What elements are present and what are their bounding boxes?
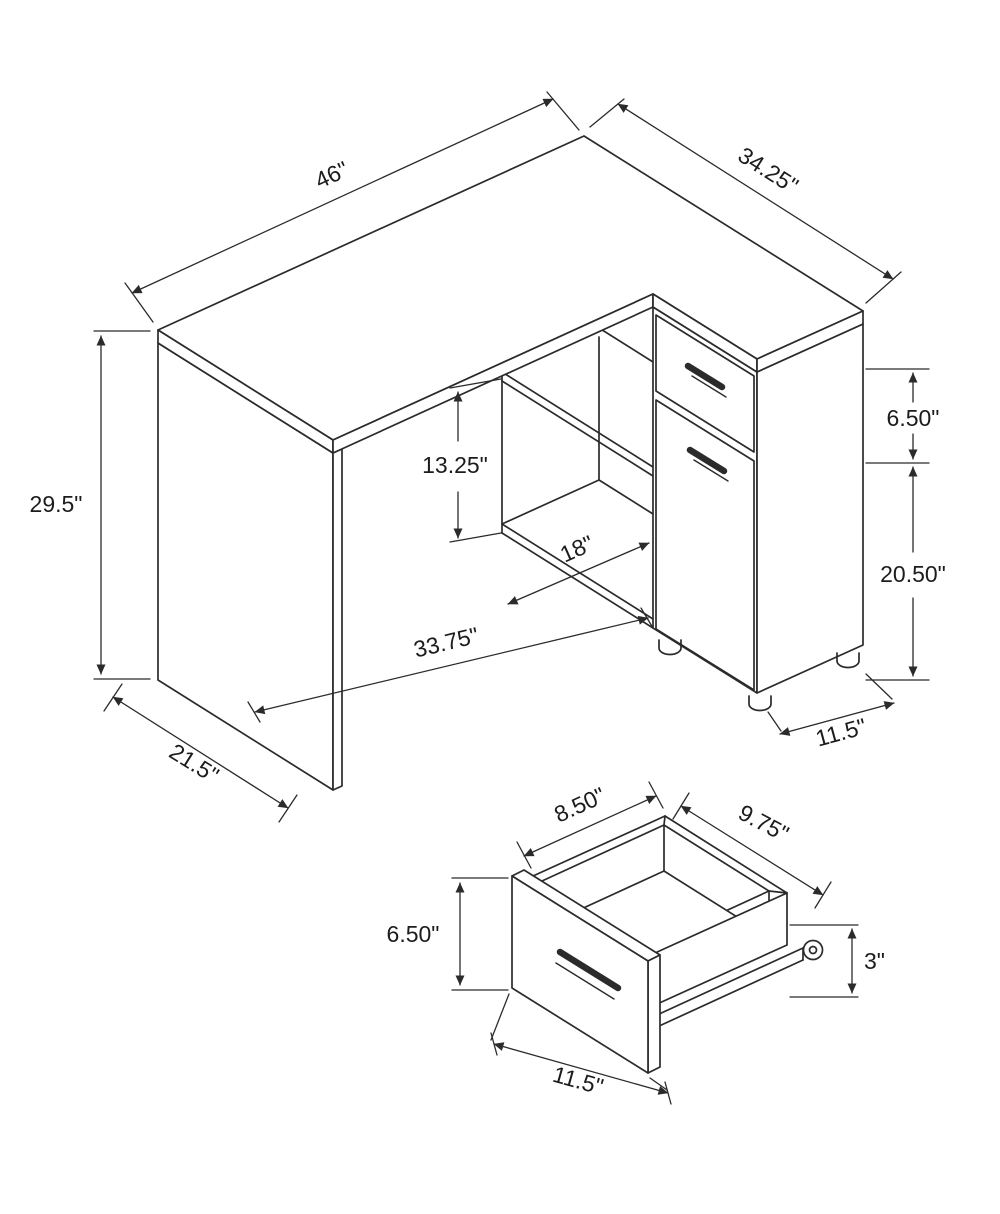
shelf-unit (501, 327, 654, 629)
dim-label-side-height: 3" (864, 948, 885, 974)
extension-line (767, 711, 782, 732)
dimension-line (779, 701, 895, 736)
dim-label-door-height: 20.50" (880, 561, 946, 587)
cabinet-door (655, 399, 755, 691)
dim-overall-height: 29.5" (30, 330, 151, 680)
extension-line (546, 91, 580, 131)
door-handle-shadow (693, 459, 729, 482)
rail-bottom-edge (656, 959, 804, 1028)
dim-top-width: 46" (124, 91, 580, 323)
left-rim-outer-edge (532, 815, 666, 877)
bottom-shelf-back-edge (598, 479, 654, 515)
cabinet-foot-front (658, 639, 682, 656)
dim-label-side-depth: 9.75" (734, 799, 793, 847)
extension-line (865, 673, 893, 700)
dim-label-width: 46" (311, 156, 353, 194)
drawer-slide-rail (656, 939, 824, 1028)
drawer-detail-handle (556, 948, 622, 992)
storage-cabinet (652, 306, 864, 712)
extension-line (589, 98, 625, 128)
drawer-handle (684, 362, 726, 391)
extension-line (124, 282, 154, 323)
middle-shelf-back-edge (598, 327, 654, 363)
door-handle (686, 446, 728, 475)
dimension-line (493, 1042, 669, 1095)
dim-label-desk-depth: 21.5" (165, 738, 224, 788)
drawer-detail-view: 8.50" 9.75" 6.50" 3" 11.5" (387, 781, 885, 1105)
left-panel-front-edge (332, 448, 343, 791)
extension-line (490, 993, 510, 1041)
dim-label-front-span: 33.75" (411, 622, 481, 663)
cabinet-side-panel (756, 323, 864, 694)
dim-cabinet-width: 11.5" (767, 673, 895, 752)
drawer-roller (802, 939, 824, 961)
dim-label-front-width: 11.5" (550, 1061, 606, 1100)
dimension-line (131, 98, 554, 294)
dim-drawer-front-height: 6.50" (387, 877, 509, 991)
dim-drawer-front-height: 6.50" (865, 368, 940, 464)
dimension-line (254, 615, 649, 715)
extension-line (449, 378, 502, 389)
drawer-detail-handle-shadow (555, 962, 615, 1000)
dim-door-height: 20.50" (865, 466, 946, 681)
dim-drawer-side-height: 3" (789, 924, 885, 998)
left-rim-inner-edge (541, 824, 665, 882)
middle-shelf-thickness-edge (501, 380, 654, 477)
drawer-handle-shadow (691, 375, 727, 398)
drawer-roller-hub (808, 945, 818, 955)
middle-shelf-front-edge (501, 371, 654, 468)
dim-label-drawer-height: 6.50" (887, 405, 940, 431)
dimension-line (680, 805, 824, 896)
dimension-line (617, 103, 894, 280)
cabinet-foot-back (836, 652, 860, 669)
dim-label-cabinet-width: 11.5" (813, 713, 869, 752)
bottom-shelf-side-edge (501, 479, 600, 525)
desk-view: 46" 34.25" 29.5" 13.25" 18" (30, 91, 946, 823)
dimension-line (112, 696, 289, 809)
dim-label-height: 29.5" (30, 491, 83, 517)
extension-line (865, 271, 902, 304)
extension-line (648, 781, 664, 809)
extension-line (516, 841, 532, 869)
extension-line (449, 532, 502, 543)
front-panel-side-edge (647, 954, 661, 1074)
rail-top-edge (656, 947, 804, 1016)
dimension-line (523, 795, 657, 857)
dim-label-return-depth: 34.25" (734, 142, 803, 199)
dimension-line (507, 542, 650, 605)
cabinet-foot-middle (748, 695, 772, 712)
back-left-rim-cap (663, 815, 666, 826)
dim-label-shelf-opening: 13.25" (422, 452, 488, 478)
dim-label-front-height: 6.50" (387, 921, 440, 947)
desktop-return-thickness (756, 310, 864, 373)
dim-shelf-opening-height: 13.25" (422, 378, 502, 543)
dim-drawer-inner-width: 8.50" (516, 781, 664, 869)
